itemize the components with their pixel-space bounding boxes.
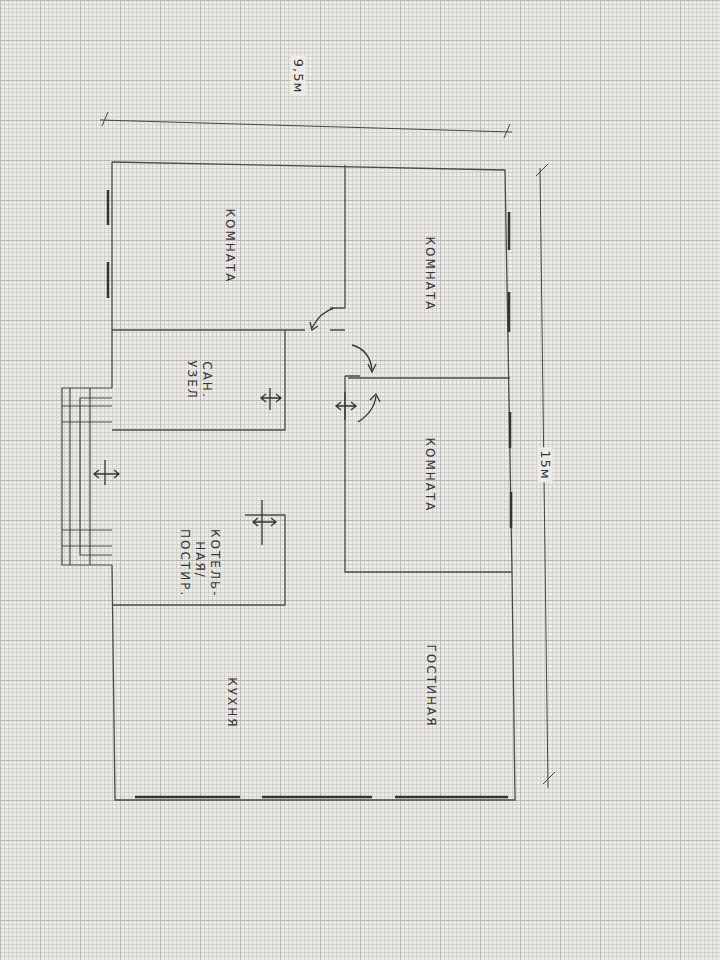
- room-label: ГОСТИНАЯ: [422, 616, 437, 756]
- window: [508, 212, 511, 250]
- room: КУХНЯ: [117, 607, 345, 798]
- window: [107, 262, 110, 298]
- door-arrow: [370, 394, 380, 402]
- interior-wall: [345, 165, 512, 572]
- window: [508, 292, 511, 332]
- dimension-tick: [536, 164, 548, 176]
- room: КОМНАТА: [347, 380, 510, 570]
- porch-step: [89, 388, 90, 565]
- room-label: КОТЕЛЬ- НАЯ/ ПОСТИР.: [177, 529, 222, 591]
- room-label: САН. УЗЕЛ: [184, 350, 214, 410]
- room: ГОСТИНАЯ: [347, 574, 512, 798]
- room: САН. УЗЕЛ: [114, 332, 284, 428]
- door-jamb: [330, 308, 360, 376]
- window: [135, 796, 240, 799]
- doors: [94, 308, 380, 545]
- dimension-tick: [504, 124, 510, 138]
- dimension-label: 9,5м: [291, 56, 306, 96]
- walls: [112, 162, 515, 800]
- room: КОТЕЛЬ- НАЯ/ ПОСТИР.: [114, 517, 284, 603]
- dimension-line: [100, 120, 512, 132]
- interior-wall: [112, 330, 285, 430]
- room-label: КУХНЯ: [224, 633, 239, 773]
- windows: [108, 190, 511, 797]
- door-symbol: [253, 500, 276, 545]
- door-arrow: [310, 322, 318, 330]
- window: [107, 190, 110, 225]
- door-symbol: [94, 460, 119, 485]
- interior-wall: [348, 377, 510, 378]
- dimension-lines: [100, 112, 555, 788]
- window: [509, 412, 512, 448]
- window: [395, 796, 508, 799]
- interior-wall: [112, 515, 285, 605]
- door-arrow: [368, 364, 376, 372]
- door-symbol: [336, 392, 356, 420]
- room-label: КОМНАТА: [421, 405, 436, 545]
- outer-wall: [112, 162, 515, 800]
- outer-wall: [112, 162, 130, 800]
- door-swing: [312, 308, 334, 328]
- window: [510, 492, 513, 528]
- porch-step: [69, 388, 70, 565]
- room-label: КОМНАТА: [222, 176, 237, 316]
- window: [262, 796, 372, 799]
- door-symbol: [261, 388, 281, 410]
- dimension-tick: [543, 772, 555, 784]
- interior-wall: [112, 329, 345, 330]
- dimension-tick: [102, 112, 108, 126]
- room: КОМНАТА: [114, 164, 344, 328]
- room: КОМНАТА: [347, 171, 510, 376]
- door-swing: [358, 396, 376, 422]
- dimension-label: 15м: [538, 447, 553, 482]
- room-label: КОМНАТА: [421, 204, 436, 344]
